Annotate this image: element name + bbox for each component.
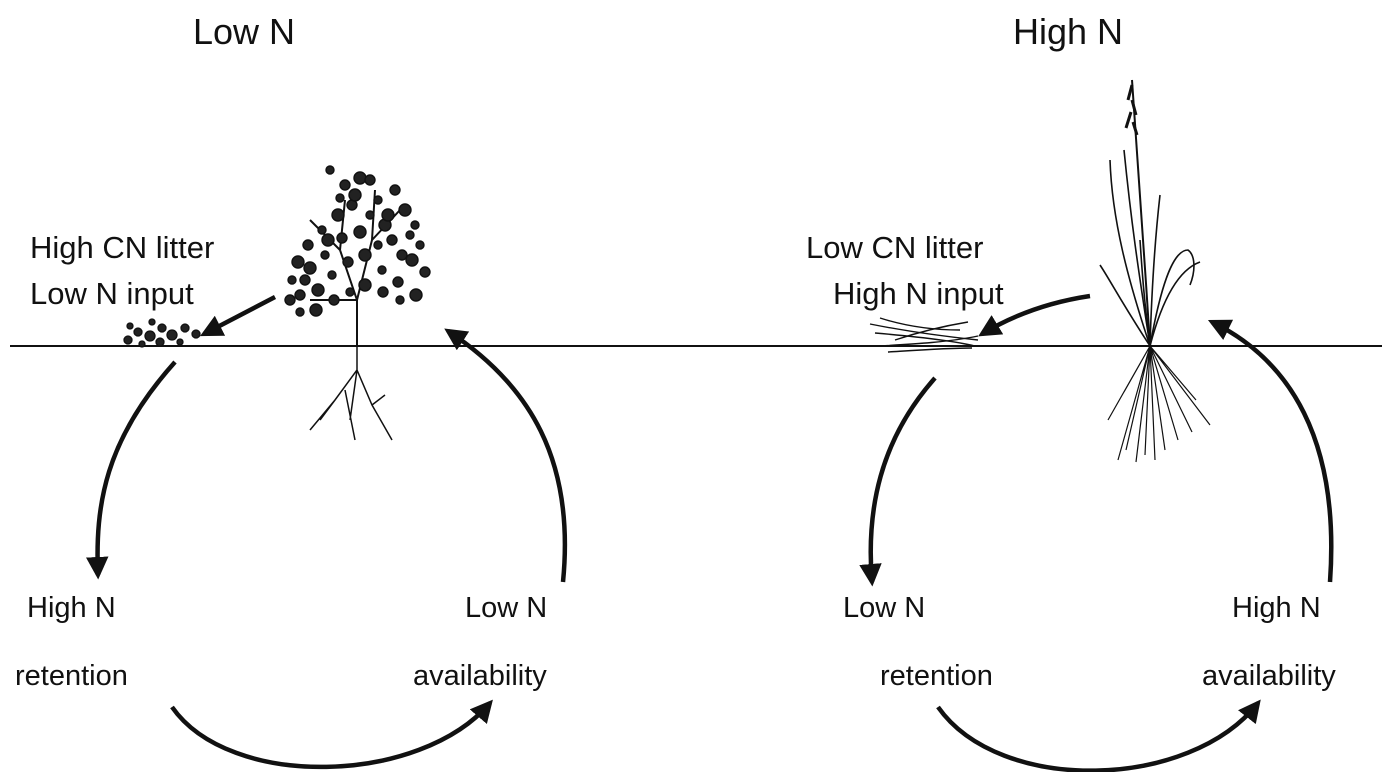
retention-to-availability-arrow-left [170,699,493,770]
left-retention-level: High N [27,592,116,624]
shrub-icon [284,165,431,441]
right-litter-quality: Low CN litter [806,230,984,265]
left-availability-word: availability [413,660,547,692]
left-litter-quality: High CN litter [30,230,215,265]
grass-litter-icon [869,317,979,353]
right-n-input: High N input [833,276,1004,311]
leaf-litter-icon [123,318,201,348]
right-retention-word: retention [880,660,993,692]
litter-to-retention-arrow-left [85,360,177,580]
right-availability-word: availability [1202,660,1336,692]
right-panel-title: High N [1013,11,1124,52]
availability-to-plant-arrow-left [444,328,568,583]
availability-to-plant-arrow-right [1207,319,1334,583]
left-n-input: Low N input [30,276,194,311]
litter-to-retention-arrow-right [859,376,937,587]
litter-arrow-left [200,295,277,337]
left-availability-level: Low N [465,592,548,624]
right-retention-level: Low N [843,592,926,624]
left-panel-title: Low N [193,11,296,52]
litter-arrow-right [978,293,1091,337]
grass-icon [1099,79,1211,463]
retention-to-availability-arrow-right [936,699,1261,772]
left-retention-word: retention [15,660,128,692]
right-availability-level: High N [1232,592,1321,624]
